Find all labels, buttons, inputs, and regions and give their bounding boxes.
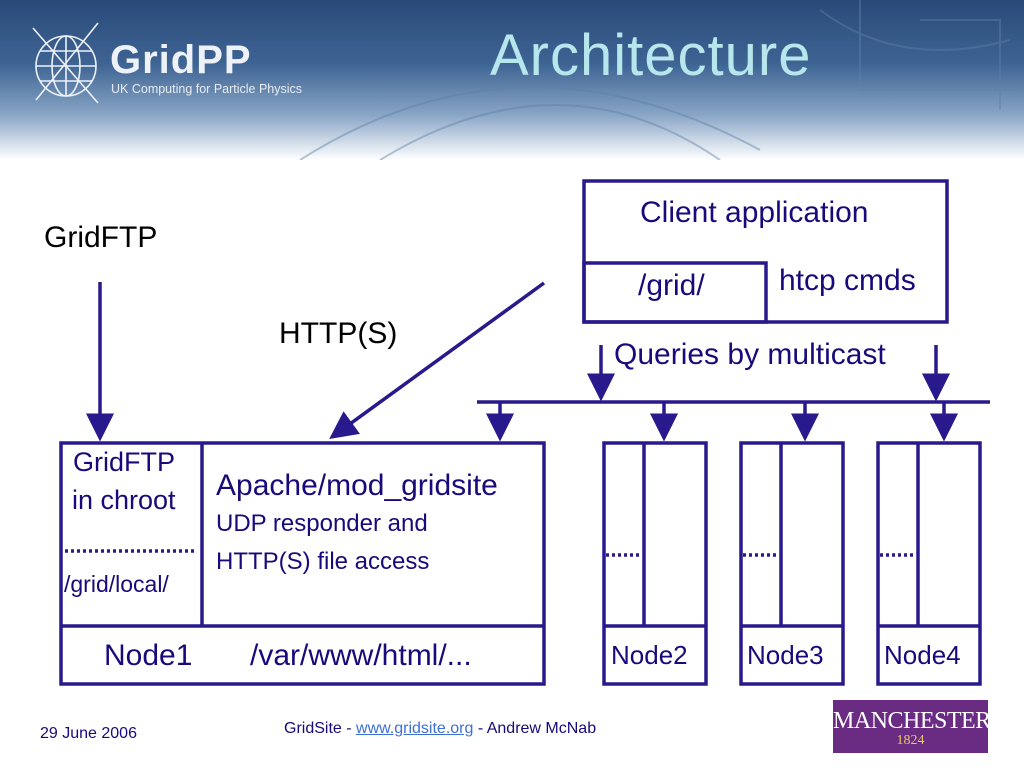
- node1-box: [59, 441, 546, 686]
- node1-chroot-label: in chroot: [72, 485, 176, 515]
- client-application-title: Client application: [640, 196, 869, 229]
- grid-mount-label: /grid/: [638, 269, 705, 302]
- gridsite-link[interactable]: www.gridsite.org: [356, 720, 474, 737]
- university-year: 1824: [896, 733, 925, 748]
- node1-name: Node1: [104, 639, 193, 672]
- node1-server-line2: UDP responder and: [216, 510, 428, 537]
- node1-server-line3: HTTP(S) file access: [216, 548, 430, 575]
- page-title: Architecture: [490, 23, 812, 88]
- https-label: HTTP(S): [279, 317, 398, 350]
- node2-name: Node2: [611, 640, 688, 670]
- grid-mount-box: [582, 261, 768, 324]
- node3-box: [739, 441, 845, 686]
- node1-server-label: Apache/mod_gridsite: [216, 469, 498, 502]
- footer-credit-prefix: GridSite -: [284, 720, 357, 737]
- university-logo: MANCHESTER 1824: [833, 700, 991, 753]
- htcp-cmds-label: htcp cmds: [779, 264, 916, 297]
- footer-credit: GridSite - www.gridsite.org - Andrew McN…: [284, 720, 596, 738]
- footer-credit-author: - Andrew McNab: [473, 720, 597, 737]
- gridpp-globe-icon: [32, 22, 99, 104]
- node1-local-path: /grid/local/: [64, 571, 169, 597]
- https-arrow: [329, 281, 546, 440]
- node3-name: Node3: [747, 640, 824, 670]
- banner-decoration: [299, 0, 1024, 160]
- gridpp-logo: GridPP: [110, 38, 252, 82]
- footer-date: 29 June 2006: [40, 725, 137, 742]
- header-banner: GridPP UK Computing for Particle Physics…: [0, 0, 1024, 160]
- node1-docroot: /var/www/html/...: [250, 639, 472, 672]
- node4-name: Node4: [884, 640, 961, 670]
- gridftp-label: GridFTP: [44, 221, 158, 254]
- node1-gridftp-label: GridFTP: [73, 447, 176, 477]
- gridpp-tagline: UK Computing for Particle Physics: [111, 82, 303, 96]
- queries-by-multicast-label: Queries by multicast: [614, 338, 886, 371]
- university-name: MANCHESTER: [833, 708, 991, 734]
- node2-box: [602, 441, 708, 686]
- node4-box: [876, 441, 982, 686]
